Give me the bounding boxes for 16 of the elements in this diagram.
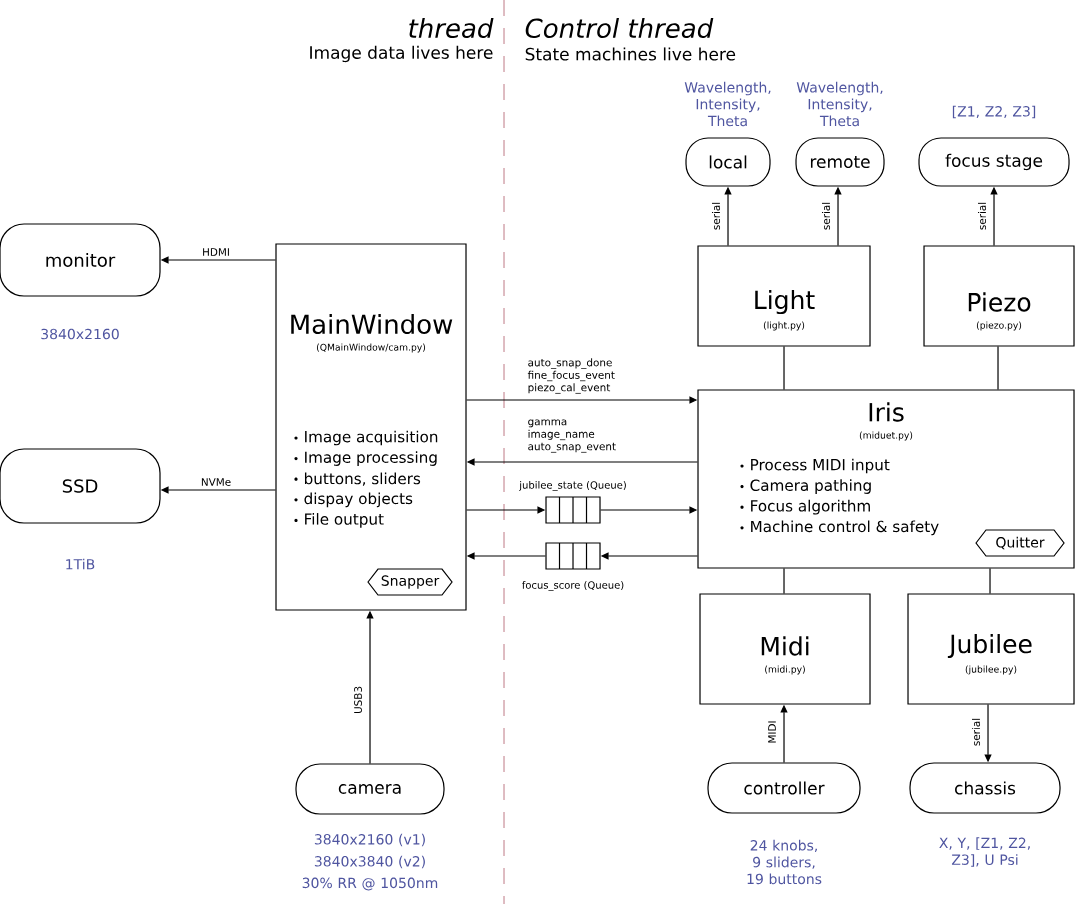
rounded-box: controller xyxy=(707,762,861,814)
subheading: State machines live here xyxy=(525,47,736,61)
rounded-box: SSD xyxy=(0,448,161,524)
connector-line xyxy=(783,568,785,594)
rounded-box: chassis xyxy=(909,762,1061,814)
subheading: Image data lives here xyxy=(310,45,493,63)
rounded-box: camera xyxy=(295,763,445,815)
rounded-box: local xyxy=(685,137,771,187)
rounded-box: remote xyxy=(795,137,885,187)
rounded-box: monitor xyxy=(0,223,161,297)
connector-line xyxy=(783,346,785,390)
connector-line xyxy=(989,568,991,594)
heading: thread xyxy=(409,17,494,39)
rounded-box: focus stage xyxy=(918,137,1070,187)
heading: Control thread xyxy=(525,17,714,39)
connector-line xyxy=(997,346,999,390)
